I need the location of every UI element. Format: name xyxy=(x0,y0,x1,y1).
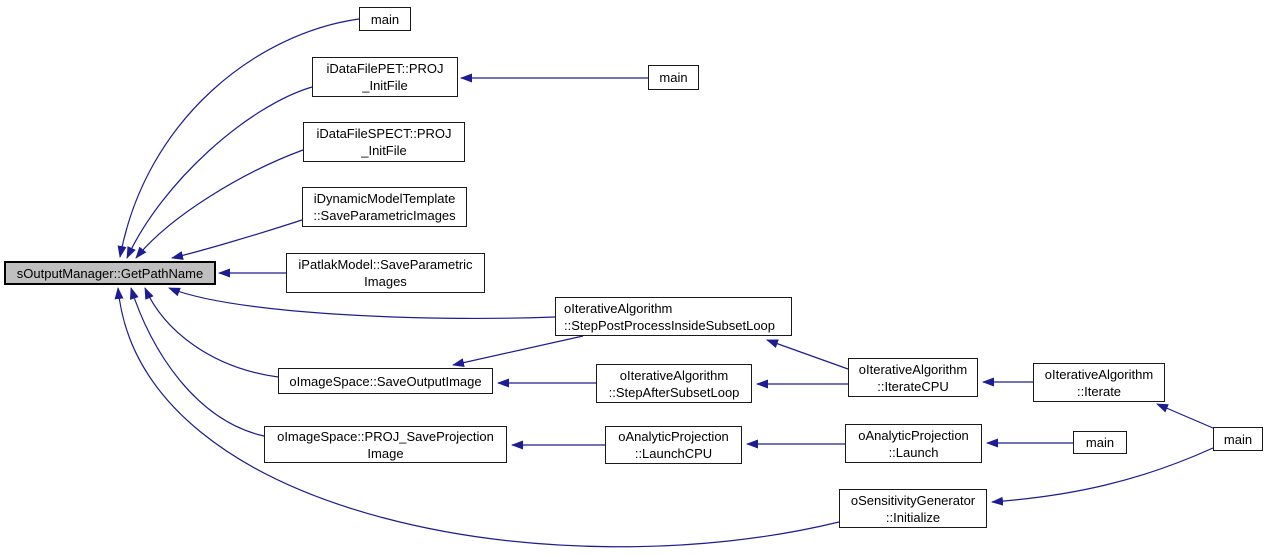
edge-main-right-to-initialize xyxy=(991,447,1214,506)
node-idynamicmodeltemplate-saveparametricimages[interactable]: iDynamicModelTemplate ::SaveParametricIm… xyxy=(302,187,467,227)
node-label: iDataFilePET::PROJ xyxy=(326,61,444,76)
node-label: oAnalyticProjection xyxy=(858,427,969,443)
node-label: oIterativeAlgorithm xyxy=(858,361,968,377)
node-label: oSensitivityGenerator xyxy=(850,492,976,508)
node-main-launch[interactable]: main xyxy=(1073,431,1127,454)
node-idatafilepet-proj-initfile[interactable]: iDataFilePET::PROJ _InitFile xyxy=(312,57,458,97)
edge-projsave-to-getpathname xyxy=(129,287,265,437)
edge-saveoutput-to-getpathname xyxy=(144,287,279,378)
node-label: main xyxy=(370,11,400,27)
node-oiterativealgorithm-iteratecpu[interactable]: oIterativeAlgorithm ::IterateCPU xyxy=(848,358,978,397)
node-label: iDataFileSPECT::PROJ xyxy=(316,126,452,141)
node-oimagespace-proj-saveprojectionimage[interactable]: oImageSpace::PROJ_SaveProjection Image xyxy=(264,426,507,463)
node-oiterativealgorithm-iterate[interactable]: oIterativeAlgorithm ::Iterate xyxy=(1033,363,1165,402)
edge-steppost-to-saveoutput xyxy=(452,335,584,367)
edge-steppost-to-getpathname xyxy=(168,287,556,319)
node-main-right[interactable]: main xyxy=(1213,427,1263,451)
node-label: oAnalyticProjection xyxy=(618,429,729,444)
node-label: ::Iterate xyxy=(1076,383,1122,399)
node-label: ::Initialize xyxy=(885,509,941,525)
node-idatafilespect-proj-initfile[interactable]: iDataFileSPECT::PROJ _InitFile xyxy=(303,122,465,162)
edge-idatafilepet-to-getpathname xyxy=(126,86,313,259)
node-label: _InitFile xyxy=(361,143,407,158)
node-ipatlakmodel-saveparametricimages[interactable]: iPatlakModel::SaveParametric Images xyxy=(286,253,485,293)
node-soutputmanager-getpathname: sOutputManager::GetPathName xyxy=(4,261,216,285)
node-label: main xyxy=(1085,435,1115,450)
node-label: oIterativeAlgorithm xyxy=(619,367,729,383)
node-label: oImageSpace::SaveOutputImage xyxy=(289,373,482,389)
node-label: ::Launch xyxy=(888,444,939,460)
node-oimagespace-saveoutputimage[interactable]: oImageSpace::SaveOutputImage xyxy=(278,368,493,394)
node-label: Image xyxy=(367,445,404,461)
node-label: main xyxy=(659,70,688,85)
node-label: iPatlakModel::SaveParametric xyxy=(298,257,473,272)
node-label: ::IterateCPU xyxy=(877,378,949,394)
edge-idatafilespect-to-getpathname xyxy=(135,149,304,259)
node-label: ::StepAfterSubsetLoop xyxy=(608,384,740,400)
node-oiterativealgorithm-stepaftersubsetloop[interactable]: oIterativeAlgorithm ::StepAfterSubsetLoo… xyxy=(596,364,752,403)
node-label: oIterativeAlgorithm xyxy=(1044,366,1154,382)
node-oanalyticprojection-launchcpu[interactable]: oAnalyticProjection ::LaunchCPU xyxy=(605,426,742,464)
node-main-pet[interactable]: main xyxy=(648,65,699,90)
node-label: ::LaunchCPU xyxy=(634,446,713,461)
node-label: main xyxy=(1223,431,1253,447)
edge-iteratecpu-to-steppost xyxy=(766,339,849,370)
node-osensitivitygenerator-initialize[interactable]: oSensitivityGenerator ::Initialize xyxy=(839,489,987,528)
node-label: sOutputManager::GetPathName xyxy=(16,265,204,281)
edge-main-top-to-getpathname xyxy=(117,18,360,258)
node-label: ::SaveParametricImages xyxy=(313,208,456,223)
edge-main-right-to-iterate xyxy=(1156,403,1214,429)
edge-group xyxy=(114,18,1214,548)
node-main-top[interactable]: main xyxy=(359,7,411,31)
node-label: _InitFile xyxy=(362,78,408,93)
node-oanalyticprojection-launch[interactable]: oAnalyticProjection ::Launch xyxy=(845,424,982,463)
node-label: Images xyxy=(364,274,407,289)
node-label: oImageSpace::PROJ_SaveProjection xyxy=(277,428,494,444)
node-oiterativealgorithm-steppostprocessinsidesubsetloop[interactable]: oIterativeAlgorithm ::StepPostProcessIns… xyxy=(555,297,792,336)
edge-idynamicmodel-to-getpathname xyxy=(171,219,303,260)
node-label: iDynamicModelTemplate xyxy=(313,191,456,206)
node-label: ::StepPostProcessInsideSubsetLoop xyxy=(564,317,776,333)
edge-initialize-to-getpathname xyxy=(114,287,840,548)
node-label: oIterativeAlgorithm xyxy=(564,300,673,316)
